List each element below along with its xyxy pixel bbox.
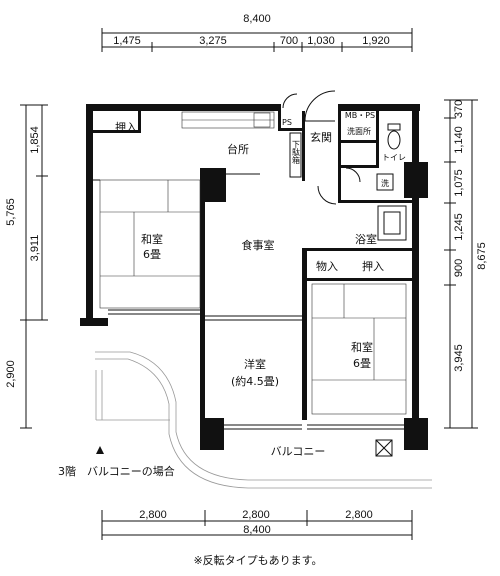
balcony-curve — [95, 351, 432, 489]
label-balcony: バルコニー — [271, 445, 326, 458]
top-total-dim: 8,400 — [243, 13, 271, 25]
floor-note: 3階 バルコニーの場合 — [58, 464, 175, 478]
label-monoire: 物入 — [316, 259, 338, 273]
top-dim-4: 1,030 — [307, 35, 335, 47]
right-dimensions: 370 1,140 1,075 1,245 900 3,945 8,675 — [444, 99, 488, 429]
right-dim-1140: 1,140 — [453, 126, 465, 154]
left-dim-5765: 5,765 — [5, 198, 17, 226]
label-yoshitsu-size: (約4.5畳) — [231, 374, 279, 388]
left-dim-1854: 1,854 — [29, 126, 41, 154]
left-dim-2900: 2,900 — [5, 360, 17, 388]
bottom-dim-1: 2,800 — [139, 509, 167, 521]
label-ps: PS — [282, 118, 292, 127]
reverse-type-note: ※反転タイプもあります。 — [193, 554, 322, 567]
label-shoe-cabinet: 下駄箱 — [292, 140, 301, 165]
label-oshiire-top: 押入 — [115, 120, 137, 134]
bottom-dimensions: 2,800 2,800 2,800 8,400 — [101, 509, 413, 540]
label-bath: 浴室 — [355, 232, 377, 246]
room-labels: 押入 台所 PS 下駄箱 玄関 MB・PS 洗面所 トイレ 洗 和室 6畳 食事… — [115, 111, 406, 458]
label-washitsu-left-size: 6畳 — [143, 248, 161, 261]
top-dim-3: 700 — [280, 35, 298, 47]
bottom-dim-3: 2,800 — [345, 509, 373, 521]
right-dim-1075: 1,075 — [453, 169, 465, 197]
label-senmen: 洗面所 — [347, 126, 371, 136]
label-oshiire-right: 押入 — [362, 259, 384, 273]
top-dim-2: 3,275 — [199, 35, 227, 47]
top-dim-1: 1,475 — [113, 35, 141, 47]
label-yoshitsu: 洋室 — [244, 357, 266, 371]
label-toilet: トイレ — [382, 153, 406, 162]
label-dining: 食事室 — [242, 238, 275, 252]
label-kitchen: 台所 — [227, 142, 249, 156]
right-dim-1245: 1,245 — [453, 213, 465, 241]
top-dimensions: 8,400 1,475 3,275 700 1,030 1,920 — [101, 13, 413, 52]
label-washitsu-left: 和室 — [141, 232, 163, 246]
right-dim-900: 900 — [453, 259, 465, 277]
label-washitsu-right: 和室 — [351, 340, 373, 354]
left-dimensions: 5,765 2,900 1,854 3,911 — [5, 104, 48, 429]
label-mbps: MB・PS — [345, 111, 375, 120]
label-washer: 洗 — [381, 178, 389, 188]
right-dim-total: 8,675 — [476, 242, 488, 270]
label-washitsu-right-size: 6畳 — [353, 357, 371, 370]
right-dim-3945: 3,945 — [453, 344, 465, 372]
left-dim-3911: 3,911 — [29, 235, 41, 262]
label-genkan: 玄関 — [310, 130, 332, 144]
bottom-total-dim: 8,400 — [243, 524, 271, 536]
interior-details — [93, 90, 407, 457]
right-dim-370: 370 — [453, 100, 465, 118]
walls — [80, 104, 428, 450]
bottom-dim-2: 2,800 — [242, 509, 270, 521]
top-dim-5: 1,920 — [362, 35, 390, 47]
